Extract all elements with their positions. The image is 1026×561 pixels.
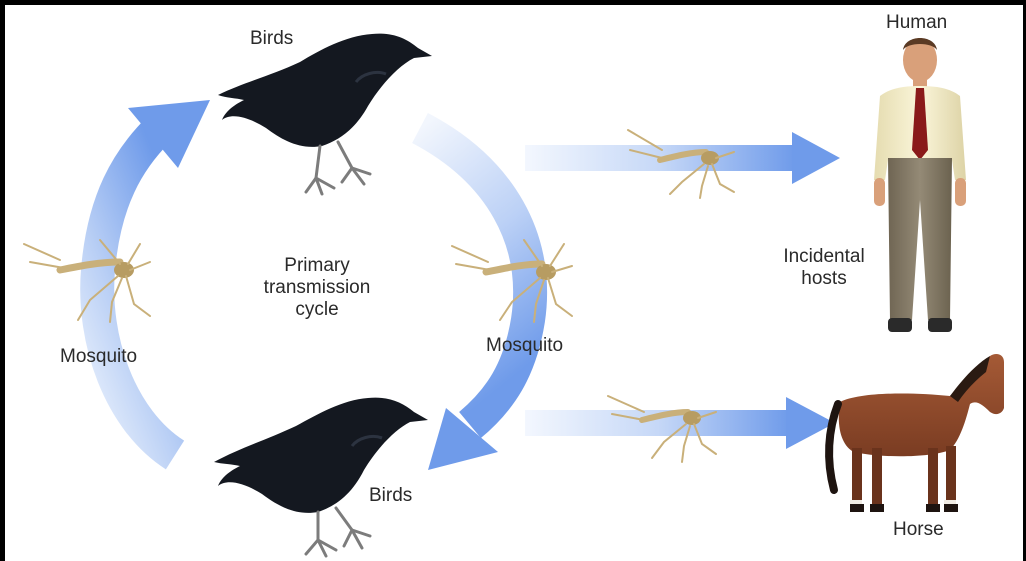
horse-icon	[829, 354, 1004, 512]
human-figure-icon	[874, 38, 966, 332]
bird-top-icon	[218, 34, 432, 194]
label-primary-cycle: Primary transmission cycle	[262, 255, 372, 321]
label-mosquito-left: Mosquito	[60, 346, 137, 368]
cycle-arrow-left	[97, 100, 210, 455]
arrow-to-human	[525, 132, 840, 184]
label-primary-cycle-line2: transmission	[262, 277, 372, 299]
bird-bottom-icon	[214, 398, 428, 556]
label-incidental-line1: Incidental	[774, 246, 874, 268]
cycle-arrow-right	[420, 128, 530, 470]
label-birds-bottom: Birds	[369, 485, 412, 507]
label-birds-top: Birds	[250, 28, 293, 50]
label-incidental-hosts: Incidental hosts	[774, 246, 874, 290]
label-human: Human	[886, 12, 947, 34]
label-horse: Horse	[893, 519, 944, 541]
label-incidental-line2: hosts	[774, 268, 874, 290]
label-mosquito-right: Mosquito	[486, 335, 563, 357]
label-primary-cycle-line3: cycle	[262, 299, 372, 321]
label-primary-cycle-line1: Primary	[262, 255, 372, 277]
arrow-to-horse	[525, 397, 835, 449]
